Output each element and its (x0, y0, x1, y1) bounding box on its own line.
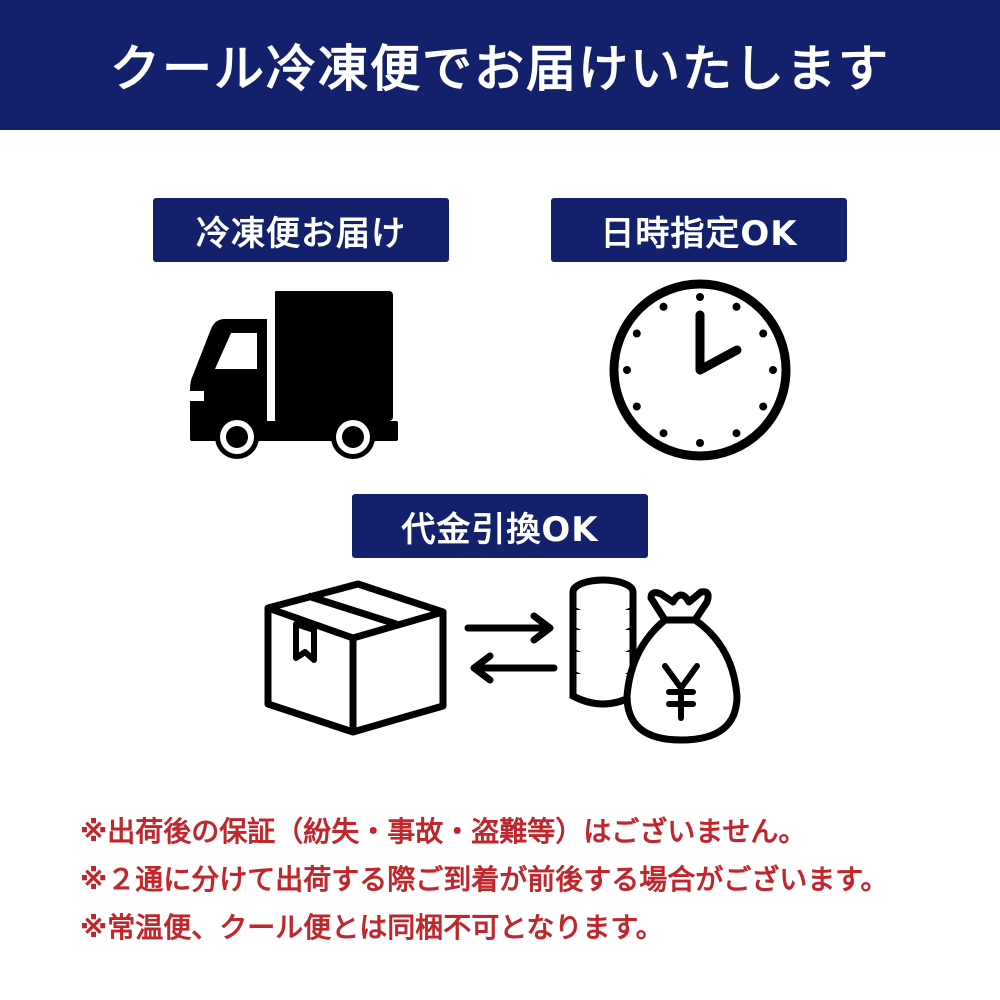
note-no-guarantee: ※出荷後の保証（紛失・事故・盗難等）はございません。 (80, 815, 807, 848)
cash-on-delivery-label: 代金引換OK (352, 494, 648, 558)
notes-section: ※出荷後の保証（紛失・事故・盗難等）はございません。 ※２通に分けて出荷する際ご… (80, 808, 990, 952)
note-split-shipment: ※２通に分けて出荷する際ご到着が前後する場合がございます。 (80, 863, 889, 896)
frozen-delivery-label: 冷凍便お届け (153, 198, 449, 262)
truck-icon (190, 291, 398, 459)
note-no-combined-shipping: ※常温便、クール便とは同梱不可となります。 (80, 911, 664, 944)
banner-title: クール冷凍便でお届けいたします (110, 40, 890, 98)
time-designation-label: 日時指定OK (551, 198, 847, 262)
coins-yen-bag-icon (569, 576, 741, 744)
exchange-arrows-icon (464, 612, 558, 684)
clock-icon (609, 279, 791, 461)
package-box-icon (264, 580, 447, 736)
header-banner: クール冷凍便でお届けいたします (0, 0, 1000, 130)
